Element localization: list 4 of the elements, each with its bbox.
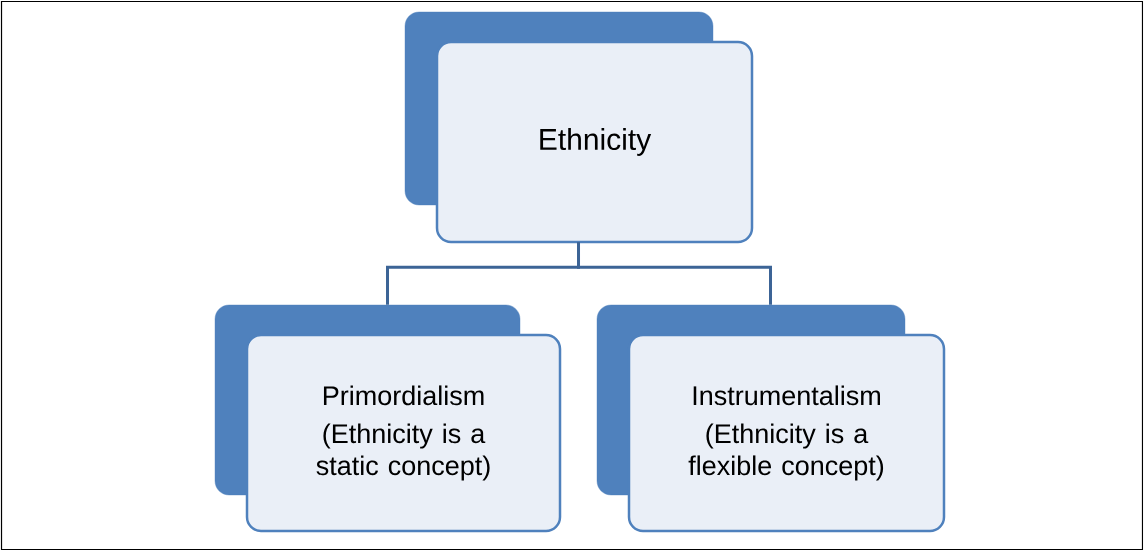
concept-box: Primordialism (Ethnicity is a static concept) <box>214 304 562 533</box>
connector <box>577 242 772 305</box>
concept-box: Instrumentalism (Ethnicity is a flexible concept) <box>596 304 946 533</box>
concept-box: Ethnicity <box>404 11 754 244</box>
